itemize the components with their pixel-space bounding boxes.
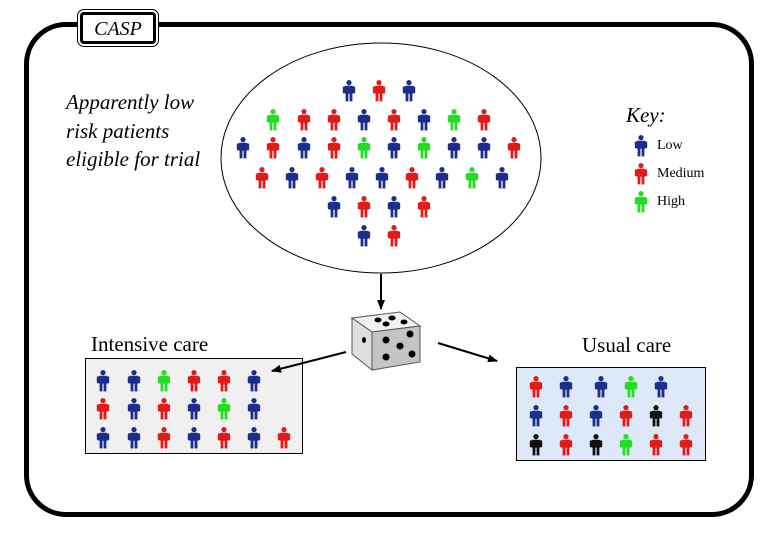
person-icon — [529, 376, 543, 398]
person-icon — [372, 80, 386, 102]
person-icon — [529, 405, 543, 427]
person-icon — [477, 109, 491, 131]
person-icon — [277, 427, 291, 449]
person-icon — [315, 167, 329, 189]
people-layer — [96, 80, 693, 456]
person-icon — [529, 434, 543, 456]
person-icon — [342, 80, 356, 102]
person-icon — [634, 135, 648, 157]
person-icon — [559, 434, 573, 456]
person-icon — [634, 191, 648, 213]
person-icon — [187, 370, 201, 392]
person-icon — [634, 163, 648, 185]
person-icon — [157, 398, 171, 420]
person-icon — [447, 137, 461, 159]
casp-frame — [24, 22, 754, 517]
person-icon — [495, 167, 509, 189]
patient-pool-ellipse — [220, 42, 542, 274]
casp-tag: CASP — [80, 12, 156, 44]
person-icon — [634, 135, 648, 157]
arrow-to-intensive-care — [271, 351, 347, 373]
person-icon — [127, 427, 141, 449]
person-icon — [465, 167, 479, 189]
person-icon — [96, 370, 110, 392]
person-icon — [634, 163, 648, 185]
person-icon — [375, 167, 389, 189]
person-icon — [247, 370, 261, 392]
person-icon — [649, 405, 663, 427]
person-icon — [236, 137, 250, 159]
person-icon — [619, 434, 633, 456]
person-icon — [387, 225, 401, 247]
person-icon — [634, 191, 648, 213]
person-icon — [594, 376, 608, 398]
person-icon — [255, 167, 269, 189]
person-icon — [589, 405, 603, 427]
person-icon — [96, 427, 110, 449]
person-icon — [247, 427, 261, 449]
person-icon — [435, 167, 449, 189]
person-icon — [589, 434, 603, 456]
person-icon — [559, 405, 573, 427]
person-icon — [247, 398, 261, 420]
person-icon — [127, 398, 141, 420]
person-icon — [619, 405, 633, 427]
person-icon — [217, 427, 231, 449]
person-icon — [679, 434, 693, 456]
person-icon — [387, 196, 401, 218]
intensive-care-title: Intensive care — [91, 332, 209, 356]
person-icon — [297, 109, 311, 131]
person-icon — [157, 427, 171, 449]
person-icon — [507, 137, 521, 159]
person-icon — [559, 376, 573, 398]
person-icon — [417, 137, 431, 159]
person-icon — [405, 167, 419, 189]
person-icon — [327, 109, 341, 131]
person-icon — [402, 80, 416, 102]
person-icon — [127, 370, 141, 392]
key-label-low: Low — [657, 138, 683, 153]
person-icon — [357, 225, 371, 247]
casp-tag-label: CASP — [94, 18, 142, 40]
person-icon — [417, 109, 431, 131]
person-icon — [327, 137, 341, 159]
person-icon — [217, 370, 231, 392]
key-label-high: High — [657, 194, 685, 209]
eligible-patients-caption: Apparently low risk patients eligible fo… — [66, 90, 201, 171]
person-icon — [624, 376, 638, 398]
person-icon — [217, 398, 231, 420]
person-icon — [357, 137, 371, 159]
person-icon — [187, 398, 201, 420]
key-label-medium: Medium — [657, 166, 705, 181]
person-icon — [447, 109, 461, 131]
person-icon — [654, 376, 668, 398]
person-icon — [357, 109, 371, 131]
person-icon — [417, 196, 431, 218]
person-icon — [387, 137, 401, 159]
usual-care-title: Usual care — [582, 333, 672, 357]
person-icon — [357, 196, 371, 218]
person-icon — [187, 427, 201, 449]
usual-care-box — [516, 367, 706, 461]
person-icon — [327, 196, 341, 218]
person-icon — [266, 109, 280, 131]
arrow-to-usual-care — [437, 342, 498, 363]
person-icon — [345, 167, 359, 189]
person-icon — [679, 405, 693, 427]
person-icon — [96, 398, 110, 420]
person-icon — [649, 434, 663, 456]
key-title: Key: — [626, 103, 666, 127]
person-icon — [297, 137, 311, 159]
person-icon — [157, 370, 171, 392]
person-icon — [266, 137, 280, 159]
person-icon — [387, 109, 401, 131]
person-icon — [285, 167, 299, 189]
person-icon — [477, 137, 491, 159]
dice-icon — [350, 311, 422, 372]
